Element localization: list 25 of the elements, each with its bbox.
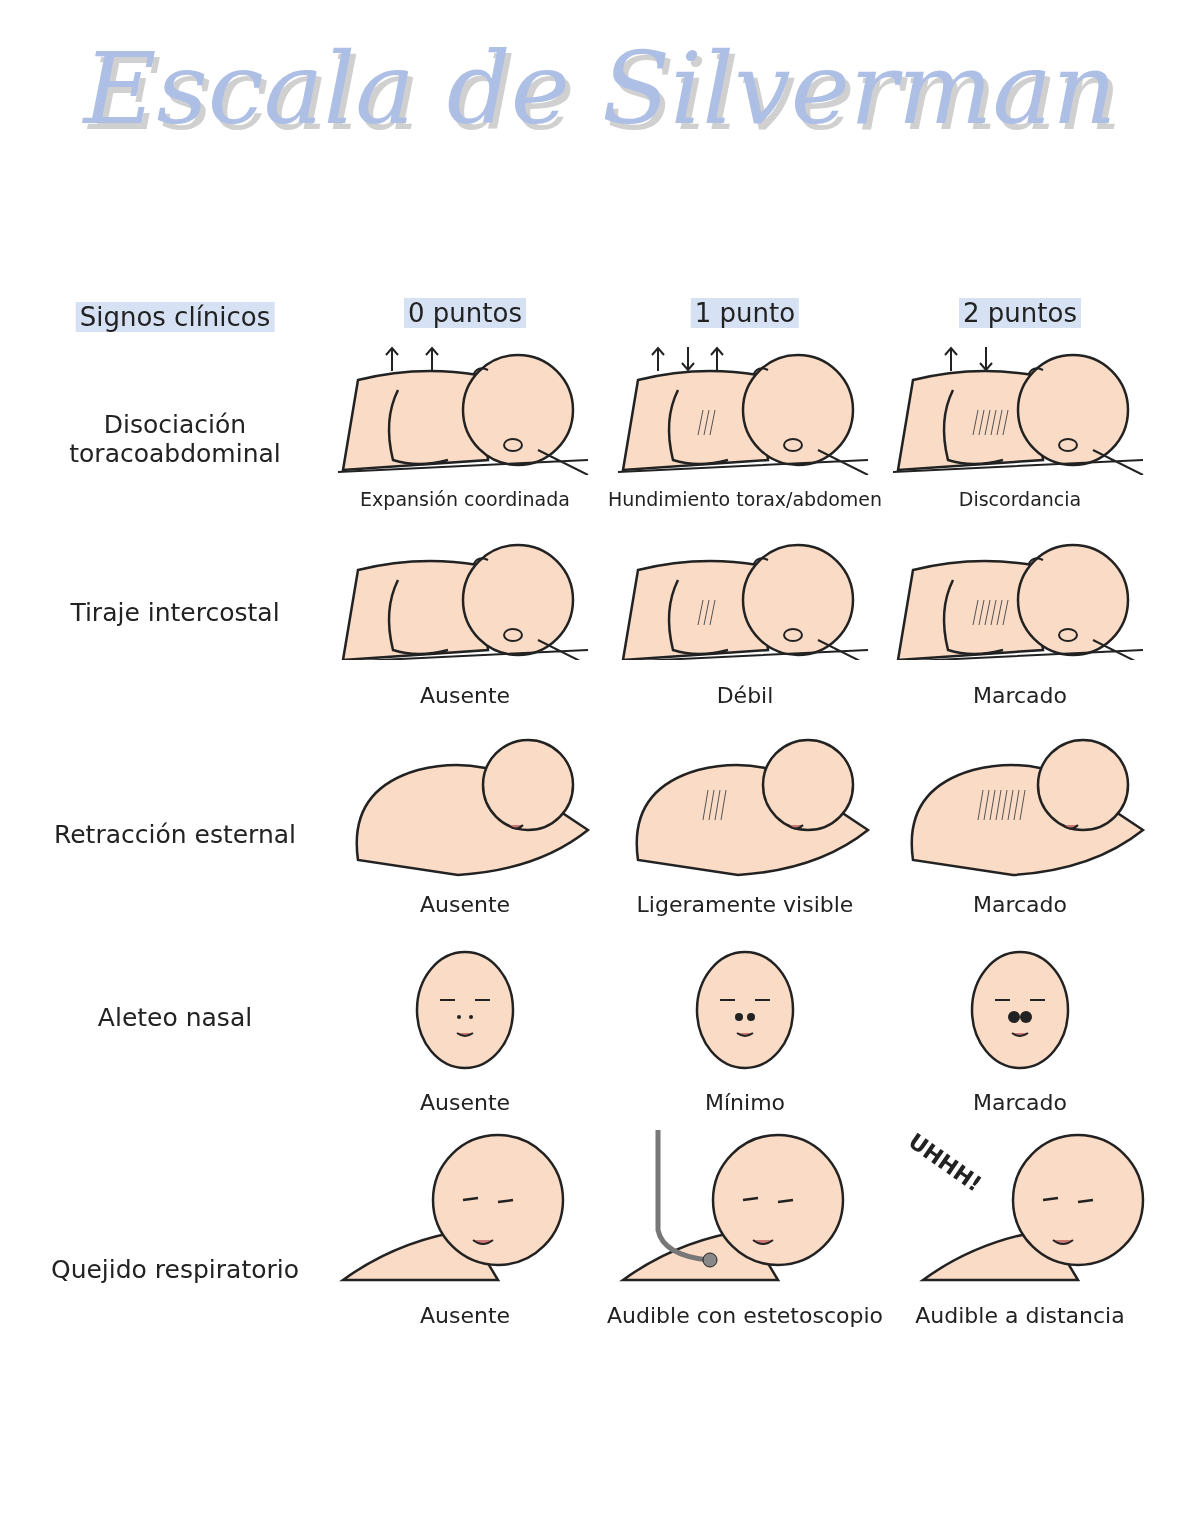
score-caption: Ausente [419,892,511,917]
sign-label: Aleteo nasal [96,1003,254,1032]
sign-label: Tiraje intercostal [69,598,281,627]
score-caption: Ligeramente visible [636,892,854,917]
score-caption: Débil [716,683,774,708]
score-caption: Hundimiento torax/abdomen [607,488,883,510]
column-header: 2 puntos [959,298,1081,328]
column-header: Signos clínicos [75,302,275,332]
sign-label: Retracción esternal [52,820,298,849]
score-caption: Marcado [973,683,1067,708]
score-caption: Ausente [419,1090,511,1115]
score-caption: Audible con estetoscopio [607,1303,883,1328]
score-caption: Discordancia [958,488,1082,510]
sign-label: Quejido respiratorio [50,1255,300,1284]
score-caption: Expansión coordinada [360,488,570,510]
score-caption: Mínimo [705,1090,785,1115]
sign-label: Disociación toracoabdominal [68,410,282,468]
score-caption: Ausente [419,683,511,708]
score-caption: Ausente [419,1303,511,1328]
score-caption: Audible a distancia [915,1303,1125,1328]
score-caption: Marcado [973,892,1067,917]
column-header: 1 punto [690,298,800,328]
title: Escala de Silverman [81,30,1118,147]
column-header: 0 puntos [404,298,526,328]
score-caption: Marcado [973,1090,1067,1115]
